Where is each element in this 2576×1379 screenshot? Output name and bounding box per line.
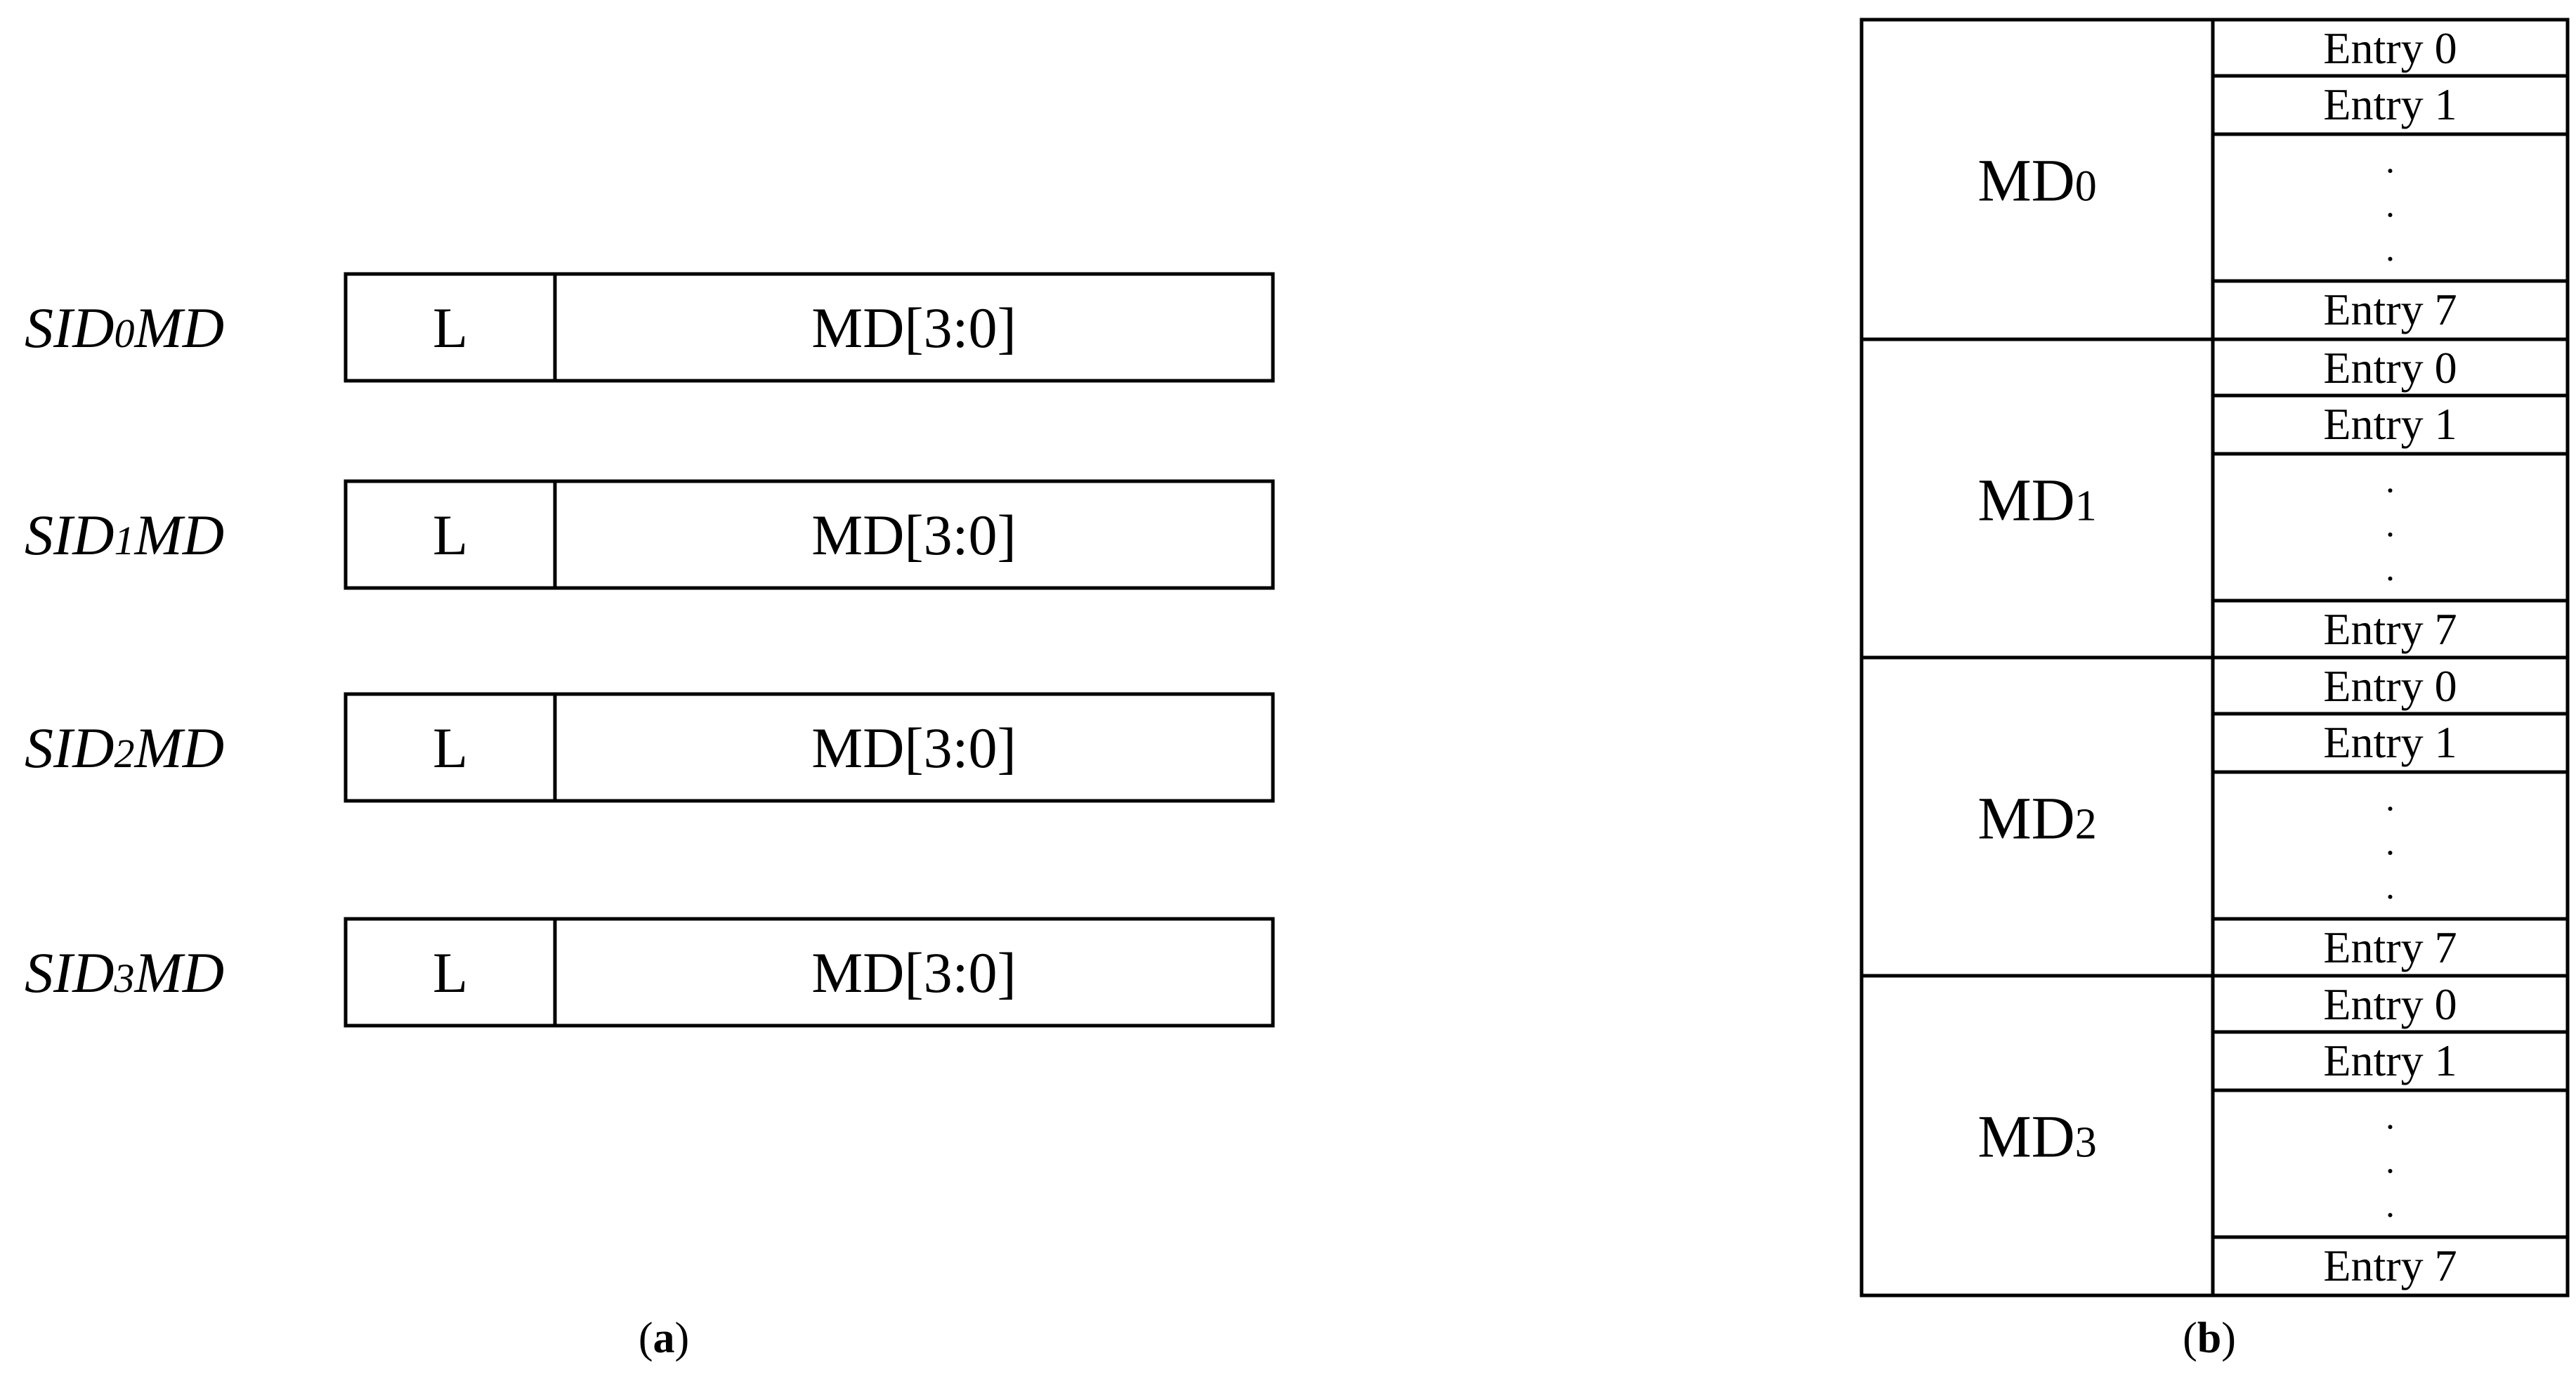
lock-bit-field: L: [433, 716, 468, 780]
entry-label: Entry 7: [2323, 604, 2457, 654]
ellipsis-dot: [2388, 1125, 2393, 1130]
register-row: SID2MD L MD[3:0]: [25, 692, 1275, 803]
entry-label: Entry 0: [2323, 661, 2457, 711]
entry-label: Entry 0: [2323, 23, 2457, 73]
register-box: [344, 479, 1275, 590]
region-label: MD1: [1977, 466, 2097, 534]
register-name: SID3MD: [25, 941, 224, 1005]
panel-b-caption: (b): [2183, 1314, 2236, 1362]
md-bits-field: MD[3:0]: [811, 716, 1016, 780]
memory-domain-region: MD2 Entry 0 Entry 1 Entry 7: [1862, 655, 2568, 972]
region-label: MD0: [1977, 147, 2097, 214]
panel-a-register-fields: SID0MD L MD[3:0] SID1MD L MD[3:0] SID2MD L MD[3:…: [25, 272, 1275, 1028]
entry-label: Entry 1: [2323, 1035, 2457, 1085]
memory-domain-region: MD0 Entry 0 Entry 1 Entry 7: [1977, 23, 2568, 334]
register-row: SID0MD L MD[3:0]: [25, 272, 1275, 383]
ellipsis-dot: [2388, 488, 2393, 493]
ellipsis-dot: [2388, 169, 2393, 174]
register-name: SID1MD: [25, 503, 224, 567]
md-bits-field: MD[3:0]: [811, 941, 1016, 1005]
ellipsis-dot: [2388, 1168, 2393, 1173]
register-box: [344, 272, 1275, 383]
ellipsis-dot: [2388, 806, 2393, 811]
register-box: [344, 917, 1275, 1028]
entry-label: Entry 1: [2323, 79, 2457, 129]
region-label: MD2: [1977, 785, 2097, 852]
entry-label: Entry 7: [2323, 1241, 2457, 1290]
register-row: SID3MD L MD[3:0]: [25, 917, 1275, 1028]
entry-label: Entry 0: [2323, 343, 2457, 393]
entry-label: Entry 1: [2323, 399, 2457, 449]
register-row: SID1MD L MD[3:0]: [25, 479, 1275, 590]
lock-bit-field: L: [433, 296, 468, 360]
region-label: MD3: [1977, 1103, 2097, 1170]
ellipsis-dot: [2388, 894, 2393, 899]
md-bits-field: MD[3:0]: [811, 296, 1016, 360]
ellipsis-dot: [2388, 256, 2393, 261]
lock-bit-field: L: [433, 503, 468, 567]
ellipsis-dot: [2388, 850, 2393, 855]
entry-label: Entry 7: [2323, 922, 2457, 972]
ellipsis-dot: [2388, 1213, 2393, 1217]
memory-domain-region: MD1 Entry 0 Entry 1 Entry 7: [1862, 337, 2568, 654]
ellipsis-dot: [2388, 576, 2393, 581]
lock-bit-field: L: [433, 941, 468, 1005]
register-box: [344, 692, 1275, 803]
ellipsis-dot: [2388, 532, 2393, 537]
register-name: SID0MD: [25, 296, 224, 360]
register-name: SID2MD: [25, 716, 224, 780]
ellipsis-dot: [2388, 212, 2393, 217]
memory-domain-region: MD3 Entry 0 Entry 1 Entry 7: [1862, 974, 2568, 1290]
entry-label: Entry 1: [2323, 717, 2457, 767]
md-bits-field: MD[3:0]: [811, 503, 1016, 567]
entry-label: Entry 0: [2323, 979, 2457, 1029]
entry-label: Entry 7: [2323, 285, 2457, 334]
panel-a-caption: (a): [639, 1314, 689, 1362]
